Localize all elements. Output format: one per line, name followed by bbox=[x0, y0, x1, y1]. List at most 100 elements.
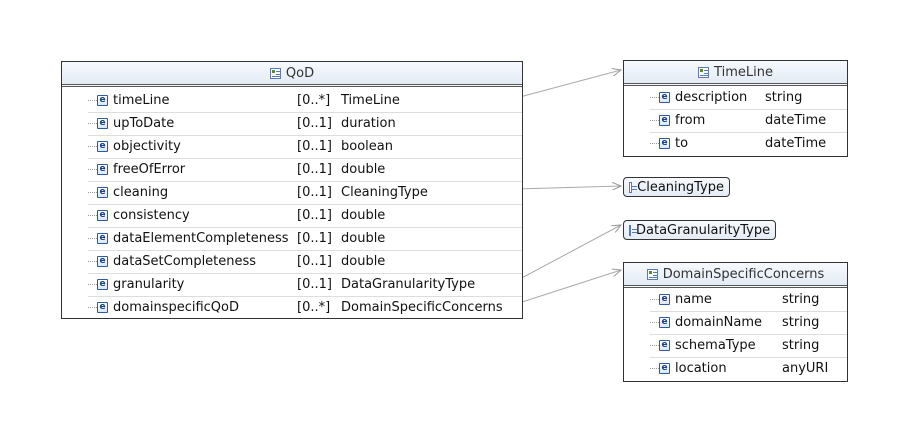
element-type: DataGranularityType bbox=[341, 277, 476, 292]
qod-title: QoD bbox=[285, 65, 315, 81]
domain-concerns-title: DomainSpecificConcerns bbox=[662, 266, 825, 282]
element-cardinality: [0..*] bbox=[297, 300, 331, 315]
complex-type-icon bbox=[269, 67, 281, 79]
complex-type-icon bbox=[698, 66, 710, 78]
element-cardinality: [0..1] bbox=[297, 116, 332, 131]
element-icon: e bbox=[659, 340, 670, 351]
element-name: description bbox=[675, 90, 748, 105]
connector-domain-concerns bbox=[515, 270, 621, 305]
element-type: double bbox=[341, 208, 386, 223]
element-cardinality: [0..1] bbox=[297, 208, 332, 223]
element-icon: e bbox=[97, 210, 108, 221]
qod-element-row[interactable]: e domainspecificQoD [0..*] DomainSpecificCo… bbox=[88, 296, 522, 319]
element-type: CleaningType bbox=[341, 185, 428, 200]
element-type: double bbox=[341, 254, 386, 269]
element-name: dataElementCompleteness bbox=[113, 231, 289, 246]
element-name: from bbox=[675, 113, 706, 128]
qod-element-row[interactable]: e timeLine [0..*] TimeLine bbox=[88, 89, 522, 113]
tree-branch bbox=[88, 238, 97, 239]
tree-branch bbox=[650, 143, 659, 144]
tree-branch bbox=[88, 307, 97, 308]
simple-type-icon bbox=[629, 181, 638, 193]
element-icon: e bbox=[659, 294, 670, 305]
element-cardinality: [0..1] bbox=[297, 162, 332, 177]
tree-branch bbox=[650, 97, 659, 98]
tree-branch bbox=[88, 169, 97, 170]
element-icon: e bbox=[97, 279, 108, 290]
domain-concerns-header: DomainSpecificConcerns bbox=[624, 263, 847, 288]
connector-granularity-type bbox=[515, 225, 621, 282]
element-type: double bbox=[341, 231, 386, 246]
element-cardinality: [0..1] bbox=[297, 185, 332, 200]
connector-timeline bbox=[515, 70, 621, 99]
element-icon: e bbox=[659, 115, 670, 126]
tree-branch bbox=[88, 100, 97, 101]
granularity-type-simple-type[interactable]: DataGranularityType bbox=[623, 220, 776, 240]
element-name: to bbox=[675, 136, 689, 151]
element-name: domainName bbox=[675, 315, 763, 330]
element-icon: e bbox=[97, 233, 108, 244]
element-name: cleaning bbox=[113, 185, 169, 200]
element-icon: e bbox=[659, 138, 670, 149]
element-icon: e bbox=[97, 302, 108, 313]
element-icon: e bbox=[97, 164, 108, 175]
domain-concerns-element-row[interactable]: e domainName string bbox=[650, 311, 847, 335]
tree-branch bbox=[88, 261, 97, 262]
element-icon: e bbox=[659, 317, 670, 328]
simple-type-icon bbox=[629, 224, 637, 236]
timeline-header: TimeLine bbox=[624, 61, 847, 86]
element-icon: e bbox=[659, 92, 670, 103]
element-type: string bbox=[782, 315, 820, 330]
complex-type-icon bbox=[646, 268, 658, 280]
tree-branch bbox=[88, 192, 97, 193]
element-icon: e bbox=[97, 95, 108, 106]
element-name: consistency bbox=[113, 208, 190, 223]
timeline-title: TimeLine bbox=[714, 64, 773, 80]
tree-branch bbox=[650, 120, 659, 121]
element-type: dateTime bbox=[765, 136, 827, 151]
element-icon: e bbox=[97, 141, 108, 152]
element-type: DomainSpecificConcerns bbox=[341, 300, 503, 315]
element-name: dataSetCompleteness bbox=[113, 254, 257, 269]
element-type: TimeLine bbox=[341, 93, 400, 108]
element-cardinality: [0..1] bbox=[297, 139, 332, 154]
tree-branch bbox=[88, 284, 97, 285]
element-name: granularity bbox=[113, 277, 185, 292]
tree-branch bbox=[650, 299, 659, 300]
element-cardinality: [0..*] bbox=[297, 93, 331, 108]
qod-element-row[interactable]: e consistency [0..1] double bbox=[88, 204, 522, 228]
element-type: dateTime bbox=[765, 113, 827, 128]
element-cardinality: [0..1] bbox=[297, 254, 332, 269]
element-type: string bbox=[782, 292, 820, 307]
cleaning-type-title: CleaningType bbox=[637, 179, 724, 195]
cleaning-type-simple-type[interactable]: CleaningType bbox=[623, 177, 730, 197]
element-type: boolean bbox=[341, 139, 393, 154]
element-name: name bbox=[675, 292, 712, 307]
element-name: domainspecificQoD bbox=[113, 300, 240, 315]
element-name: freeOfError bbox=[113, 162, 186, 177]
tree-branch bbox=[650, 345, 659, 346]
element-name: timeLine bbox=[113, 93, 170, 108]
tree-branch bbox=[650, 322, 659, 323]
element-icon: e bbox=[97, 118, 108, 129]
granularity-type-title: DataGranularityType bbox=[636, 222, 771, 238]
